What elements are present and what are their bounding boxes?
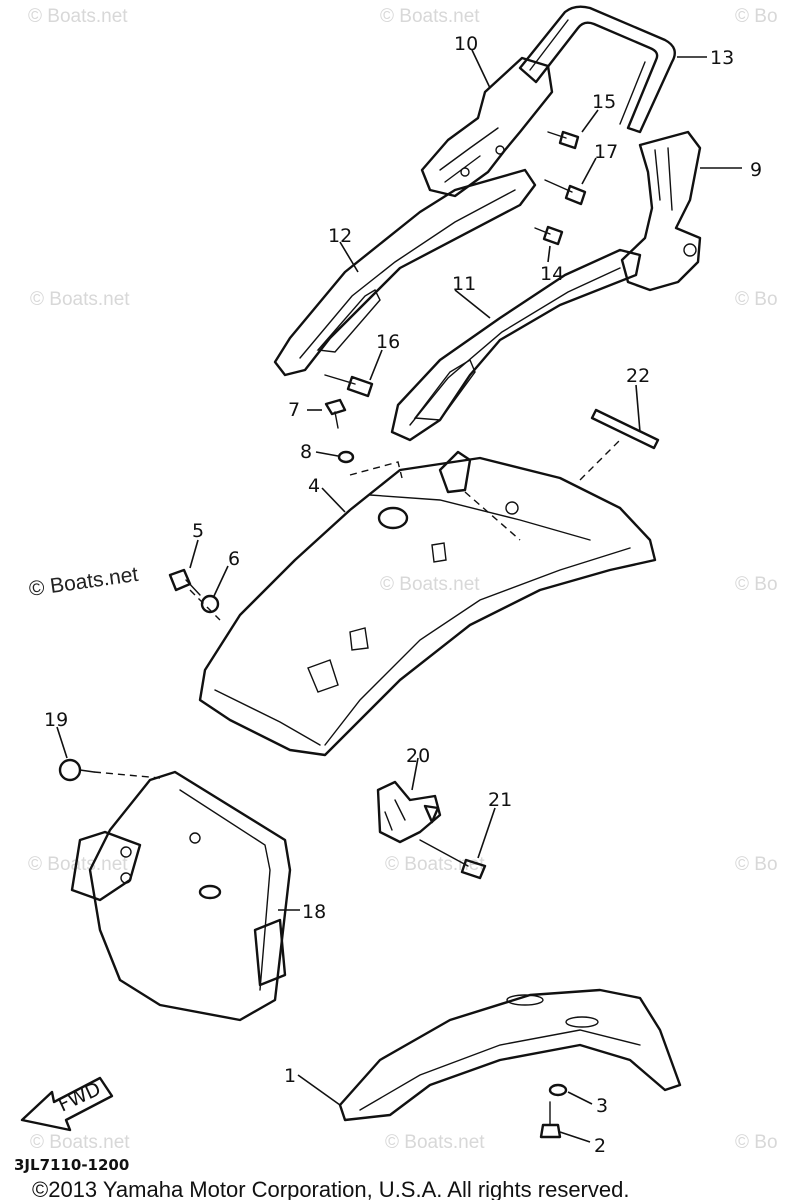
bolt-part-5 xyxy=(168,568,201,596)
part-label: 11 xyxy=(452,273,476,295)
washer-part-3 xyxy=(548,1083,568,1097)
watermark: © Boats.net xyxy=(380,6,480,27)
front-fender-part-1 xyxy=(338,988,682,1122)
fwd-arrow-icon: FWD xyxy=(20,1076,114,1132)
part-label: 15 xyxy=(592,91,616,113)
part-label: 19 xyxy=(44,709,68,731)
bracket-part-9 xyxy=(620,130,702,292)
watermark: © Boats.net xyxy=(385,1132,485,1153)
part-label: 10 xyxy=(454,33,478,55)
watermark: © Bo xyxy=(735,1132,778,1153)
bolt-part-16 xyxy=(324,374,374,398)
watermark: © Bo xyxy=(735,6,778,27)
part-label: 16 xyxy=(376,331,400,353)
bracket-part-20 xyxy=(376,780,442,844)
watermark: © Boats.net xyxy=(385,854,485,875)
copyright-notice: ©2013 Yamaha Motor Corporation, U.S.A. A… xyxy=(32,1177,629,1200)
watermark: © Bo xyxy=(735,854,778,875)
part-label: 5 xyxy=(192,520,204,542)
part-label: 13 xyxy=(710,47,734,69)
leader-lines xyxy=(56,49,742,1143)
assembly-lines xyxy=(93,437,623,779)
fwd-label: FWD xyxy=(55,1078,105,1117)
part-label: 7 xyxy=(288,399,300,421)
bolt-part-14 xyxy=(534,225,564,246)
inner-fender-part-18 xyxy=(70,770,292,1022)
nut-part-19 xyxy=(58,758,95,782)
part-label: 1 xyxy=(284,1065,296,1087)
rear-fender-part-4 xyxy=(198,450,657,757)
watermark: © Bo xyxy=(735,289,778,310)
part-label: 20 xyxy=(406,745,430,767)
part-label: 21 xyxy=(488,789,512,811)
part-label: 18 xyxy=(302,901,326,923)
part-label: 22 xyxy=(626,365,650,387)
grab-handle-part-13 xyxy=(518,5,676,134)
label-part-22 xyxy=(590,408,660,450)
bolt-part-7 xyxy=(324,398,347,429)
watermark: © Boats.net xyxy=(28,6,128,27)
part-label: 17 xyxy=(594,141,618,163)
part-label: 6 xyxy=(228,548,240,570)
grab-rail-part-12 xyxy=(273,168,537,377)
bolt-part-17 xyxy=(544,179,587,206)
watermark-dark: © Boats.net xyxy=(27,563,139,601)
part-label: 14 xyxy=(540,263,564,285)
part-label: 3 xyxy=(596,1095,608,1117)
part-label: 9 xyxy=(750,159,762,181)
watermark: © Boats.net xyxy=(30,289,130,310)
part-label: 4 xyxy=(308,475,320,497)
watermark: © Boats.net xyxy=(380,574,480,595)
part-label: 8 xyxy=(300,441,312,463)
watermark: © Bo xyxy=(735,574,778,595)
part-label: 2 xyxy=(594,1135,606,1157)
part-label: 12 xyxy=(328,225,352,247)
bolt-part-2 xyxy=(539,1101,562,1139)
washer-part-8 xyxy=(337,450,355,464)
watermark: © Boats.net xyxy=(28,854,128,875)
diagram-code: 3JL7110-1200 xyxy=(14,1156,129,1174)
bolt-part-15 xyxy=(547,130,580,150)
part-labels: 1 2 3 4 5 6 7 8 9 10 11 12 13 14 15 16 1… xyxy=(44,33,762,1157)
screw-part-21 xyxy=(419,839,487,880)
grab-rail-part-11 xyxy=(390,248,642,442)
bracket-part-10 xyxy=(420,56,554,198)
nut-part-6 xyxy=(200,594,220,614)
watermark: © Boats.net xyxy=(30,1132,130,1153)
